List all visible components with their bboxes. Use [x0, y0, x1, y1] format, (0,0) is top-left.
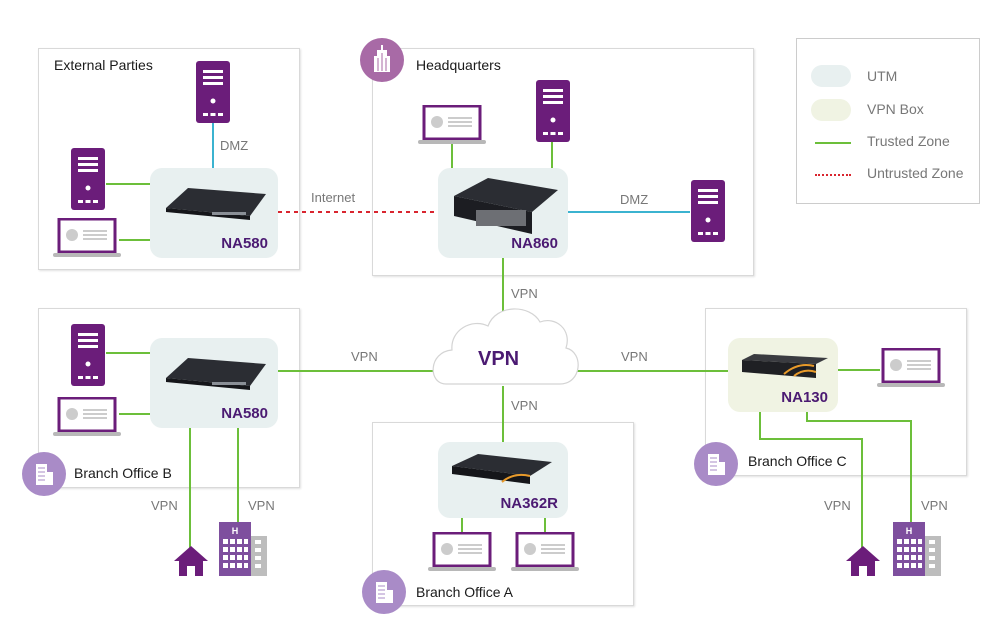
- vpn-label-b-hotel: VPN: [248, 498, 275, 513]
- device-na362r-branch-a[interactable]: NA362R: [438, 442, 568, 518]
- server-icon[interactable]: [536, 80, 570, 142]
- device-na580-branch-b[interactable]: NA580: [150, 338, 278, 428]
- server-icon[interactable]: [196, 61, 230, 123]
- rack-appliance-icon: [166, 358, 266, 390]
- vpn-link-c-home: [759, 412, 863, 548]
- vpn-label-c-hotel: VPN: [921, 498, 948, 513]
- server-icon[interactable]: [71, 148, 105, 210]
- legend-label-untrusted-zone: Untrusted Zone: [867, 165, 964, 181]
- device-na130-branch-c[interactable]: NA130: [728, 338, 838, 412]
- device-label: NA130: [781, 389, 828, 406]
- headquarters-title: Headquarters: [416, 57, 501, 73]
- external-parties-title: External Parties: [54, 57, 153, 73]
- hotel-icon[interactable]: H: [219, 522, 269, 576]
- laptop-icon[interactable]: [428, 532, 496, 572]
- vpn-label-c-home: VPN: [824, 498, 851, 513]
- home-icon[interactable]: [174, 546, 208, 576]
- legend-label-vpn-box: VPN Box: [867, 101, 924, 117]
- branch-office-c-title: Branch Office C: [748, 453, 847, 469]
- device-label: NA362R: [500, 495, 558, 512]
- device-label: NA860: [511, 235, 558, 252]
- headquarters-badge: [360, 38, 404, 82]
- device-label: NA580: [221, 405, 268, 422]
- vpn-label-bottom: VPN: [511, 398, 538, 413]
- branch-c-badge: [694, 442, 738, 486]
- vpn-label-left: VPN: [351, 349, 378, 364]
- vpn-cloud: [432, 308, 579, 385]
- laptop-icon[interactable]: [53, 397, 121, 437]
- home-icon[interactable]: [846, 546, 880, 576]
- svg-text:H: H: [232, 526, 239, 536]
- vpn-cloud-label: VPN: [478, 348, 520, 370]
- office-building-icon: [708, 454, 725, 475]
- device-na580-external[interactable]: NA580: [150, 168, 278, 258]
- server-icon[interactable]: [71, 324, 105, 386]
- svg-text:H: H: [906, 526, 913, 536]
- skyscraper-icon: [374, 45, 390, 72]
- hotel-icon[interactable]: H: [893, 522, 943, 576]
- office-building-icon: [36, 464, 53, 485]
- vpn-appliance-icon: [742, 354, 828, 378]
- rack-appliance-icon: [454, 178, 558, 234]
- vpn-label-b-home: VPN: [151, 498, 178, 513]
- branch-office-b-title: Branch Office B: [74, 465, 172, 481]
- dmz-label-hq: DMZ: [620, 192, 649, 207]
- dmz-server-icon[interactable]: [691, 180, 725, 242]
- vpn-label-right: VPN: [621, 349, 648, 364]
- rack-appliance-icon: [452, 454, 552, 484]
- legend-label-utm: UTM: [867, 68, 898, 84]
- device-label: NA580: [221, 235, 268, 252]
- dmz-label-external: DMZ: [220, 138, 249, 153]
- branch-office-a-title: Branch Office A: [416, 584, 514, 600]
- legend-swatch-vpn-box: [811, 99, 851, 121]
- branch-b-badge: [22, 452, 66, 496]
- legend-label-trusted-zone: Trusted Zone: [867, 133, 950, 149]
- laptop-icon[interactable]: [53, 218, 121, 258]
- laptop-icon[interactable]: [418, 105, 486, 145]
- internet-label: Internet: [311, 190, 356, 205]
- legend-swatch-utm: [811, 65, 851, 87]
- device-na860-hq[interactable]: NA860: [438, 168, 568, 258]
- laptop-icon[interactable]: [877, 348, 945, 388]
- laptop-icon[interactable]: [511, 532, 579, 572]
- branch-a-badge: [362, 570, 406, 614]
- vpn-link-c-hotel: [806, 412, 912, 524]
- vpn-label-hq: VPN: [511, 286, 538, 301]
- office-building-icon: [376, 582, 393, 603]
- legend-swatch-trusted-zone: [815, 142, 851, 144]
- legend: UTM VPN Box Trusted Zone Untrusted Zone: [796, 38, 980, 204]
- legend-swatch-untrusted-zone: [815, 174, 851, 176]
- rack-appliance-icon: [166, 188, 266, 220]
